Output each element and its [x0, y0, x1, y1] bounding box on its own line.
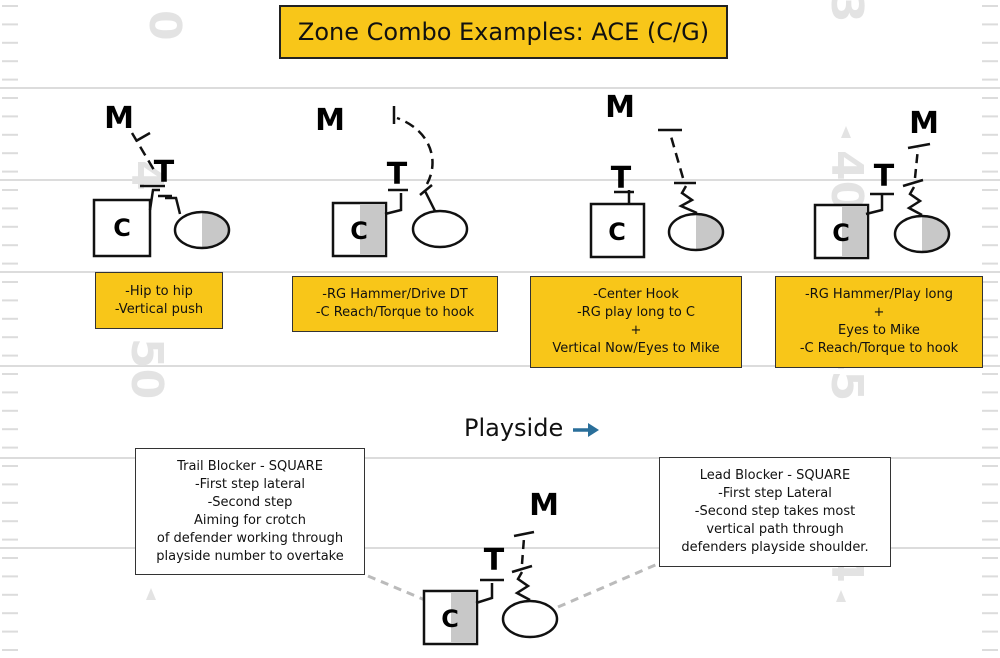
- note-line: +: [630, 323, 642, 338]
- center-block-path: [475, 578, 504, 605]
- callout-line: defenders playside shoulder.: [681, 540, 869, 555]
- diagram-main-ace: C T M: [422, 488, 559, 646]
- guard-oval: [173, 210, 231, 250]
- note-hammer-play-long: -RG Hammer/Play long + Eyes to Mike -C R…: [775, 276, 983, 368]
- diagram-hammer-play-long: C T M: [813, 106, 951, 260]
- tackle-label: T: [874, 159, 895, 194]
- mike-label: M: [529, 488, 559, 523]
- center-block-path: [865, 192, 894, 216]
- mike-path: [130, 132, 156, 171]
- callout-connector: [557, 561, 661, 609]
- lead-blocker-callout: Lead Blocker - SQUARE -First step Latera…: [659, 457, 891, 567]
- center-box: [589, 202, 646, 259]
- note-center-hook: -Center Hook -RG play long to C + Vertic…: [530, 276, 742, 368]
- center-label: C: [608, 218, 626, 246]
- tackle-label: T: [387, 157, 408, 192]
- note-hip-to-hip: -Hip to hip -Vertical push: [95, 272, 223, 329]
- center-block-path: [140, 184, 165, 211]
- note-line: -Vertical push: [114, 301, 204, 317]
- note-line: -RG Hammer/Play long: [804, 287, 954, 302]
- callout-line: -Second step: [207, 494, 293, 510]
- note-line: -C Reach/Torque to hook: [799, 341, 959, 356]
- yard-number: 3: [821, 0, 872, 23]
- guard-oval: [893, 214, 951, 254]
- guard-vertical-path: [419, 184, 437, 212]
- note-line: -RG Hammer/Drive DT: [322, 287, 468, 302]
- guard-dashed-path: [913, 147, 920, 179]
- callout-connector: [367, 574, 426, 602]
- callout-line: -First step lateral: [194, 476, 306, 492]
- guard-shade: [696, 214, 723, 250]
- mike-tick: [135, 131, 151, 143]
- note-line: Eyes to Mike: [838, 323, 920, 338]
- yard-number: 50: [121, 338, 172, 399]
- center-label: C: [441, 605, 459, 633]
- note-line: Vertical Now/Eyes to Mike: [552, 341, 720, 356]
- callout-line: of defender working through: [156, 530, 344, 546]
- guard-shade: [842, 206, 867, 257]
- yard-number: 0: [139, 10, 190, 41]
- center-label: C: [113, 214, 131, 242]
- yard-arrow: [841, 126, 851, 138]
- yard-number: 40: [821, 150, 872, 211]
- tackle-label: T: [484, 543, 505, 578]
- mike-label: M: [315, 103, 345, 138]
- playside-label: Playside: [464, 414, 564, 442]
- center-block-path: [614, 190, 634, 204]
- note-hammer-drive: -RG Hammer/Drive DT -C Reach/Torque to h…: [292, 276, 498, 332]
- callout-line: playside number to overtake: [156, 548, 344, 564]
- guard-block-path: [674, 181, 698, 215]
- guard-tick: [513, 530, 535, 538]
- mike-label: M: [104, 101, 134, 136]
- yard-arrow: [146, 588, 156, 600]
- callout-line: Lead Blocker - SQUARE: [699, 468, 851, 483]
- note-line: -Center Hook: [593, 287, 679, 302]
- center-box: [92, 198, 152, 258]
- guard-oval: [501, 599, 559, 639]
- guard-shade: [202, 212, 229, 248]
- guard-block-path: [902, 178, 924, 217]
- trail-blocker-callout: Trail Blocker - SQUARE -First step later…: [135, 448, 365, 575]
- guard-block-path: [511, 564, 533, 602]
- mike-label: M: [605, 90, 635, 125]
- playside-arrow-icon: [573, 423, 599, 437]
- guard-oval: [411, 209, 469, 249]
- tackle-label: T: [154, 155, 175, 190]
- note-line: -RG play long to C: [576, 305, 696, 320]
- center-label: C: [350, 217, 368, 245]
- diagram-hammer-drive: C T M: [315, 103, 469, 258]
- guard-shade: [922, 216, 949, 252]
- callout-line: -Second step takes most: [694, 504, 856, 519]
- note-line: -Hip to hip: [125, 283, 193, 299]
- center-block-path: [384, 188, 408, 216]
- tackle-label: T: [611, 161, 632, 196]
- guard-shade: [451, 592, 476, 643]
- center-label: C: [832, 219, 850, 247]
- callout-line: Trail Blocker - SQUARE: [177, 458, 323, 474]
- callout-line: vertical path through: [706, 522, 844, 537]
- callout-line: Aiming for crotch: [193, 512, 307, 528]
- mike-label: M: [909, 106, 939, 141]
- diagram-center-hook: C T M: [589, 90, 725, 259]
- guard-block-path: [158, 194, 182, 215]
- guard-oval: [667, 212, 725, 252]
- callout-line: -First step Lateral: [718, 486, 832, 501]
- guard-dashed-path: [396, 116, 434, 185]
- note-line: +: [873, 305, 885, 320]
- guard-shade: [360, 204, 385, 255]
- diagram-hip-to-hip: C T M: [92, 101, 231, 258]
- guard-dashed-path: [520, 537, 526, 565]
- guard-tick: [907, 142, 931, 150]
- note-line: -C Reach/Torque to hook: [315, 305, 475, 320]
- diagram-title: Zone Combo Examples: ACE (C/G): [279, 5, 728, 59]
- guard-dashed-path: [668, 132, 685, 179]
- yard-arrow: [836, 590, 846, 602]
